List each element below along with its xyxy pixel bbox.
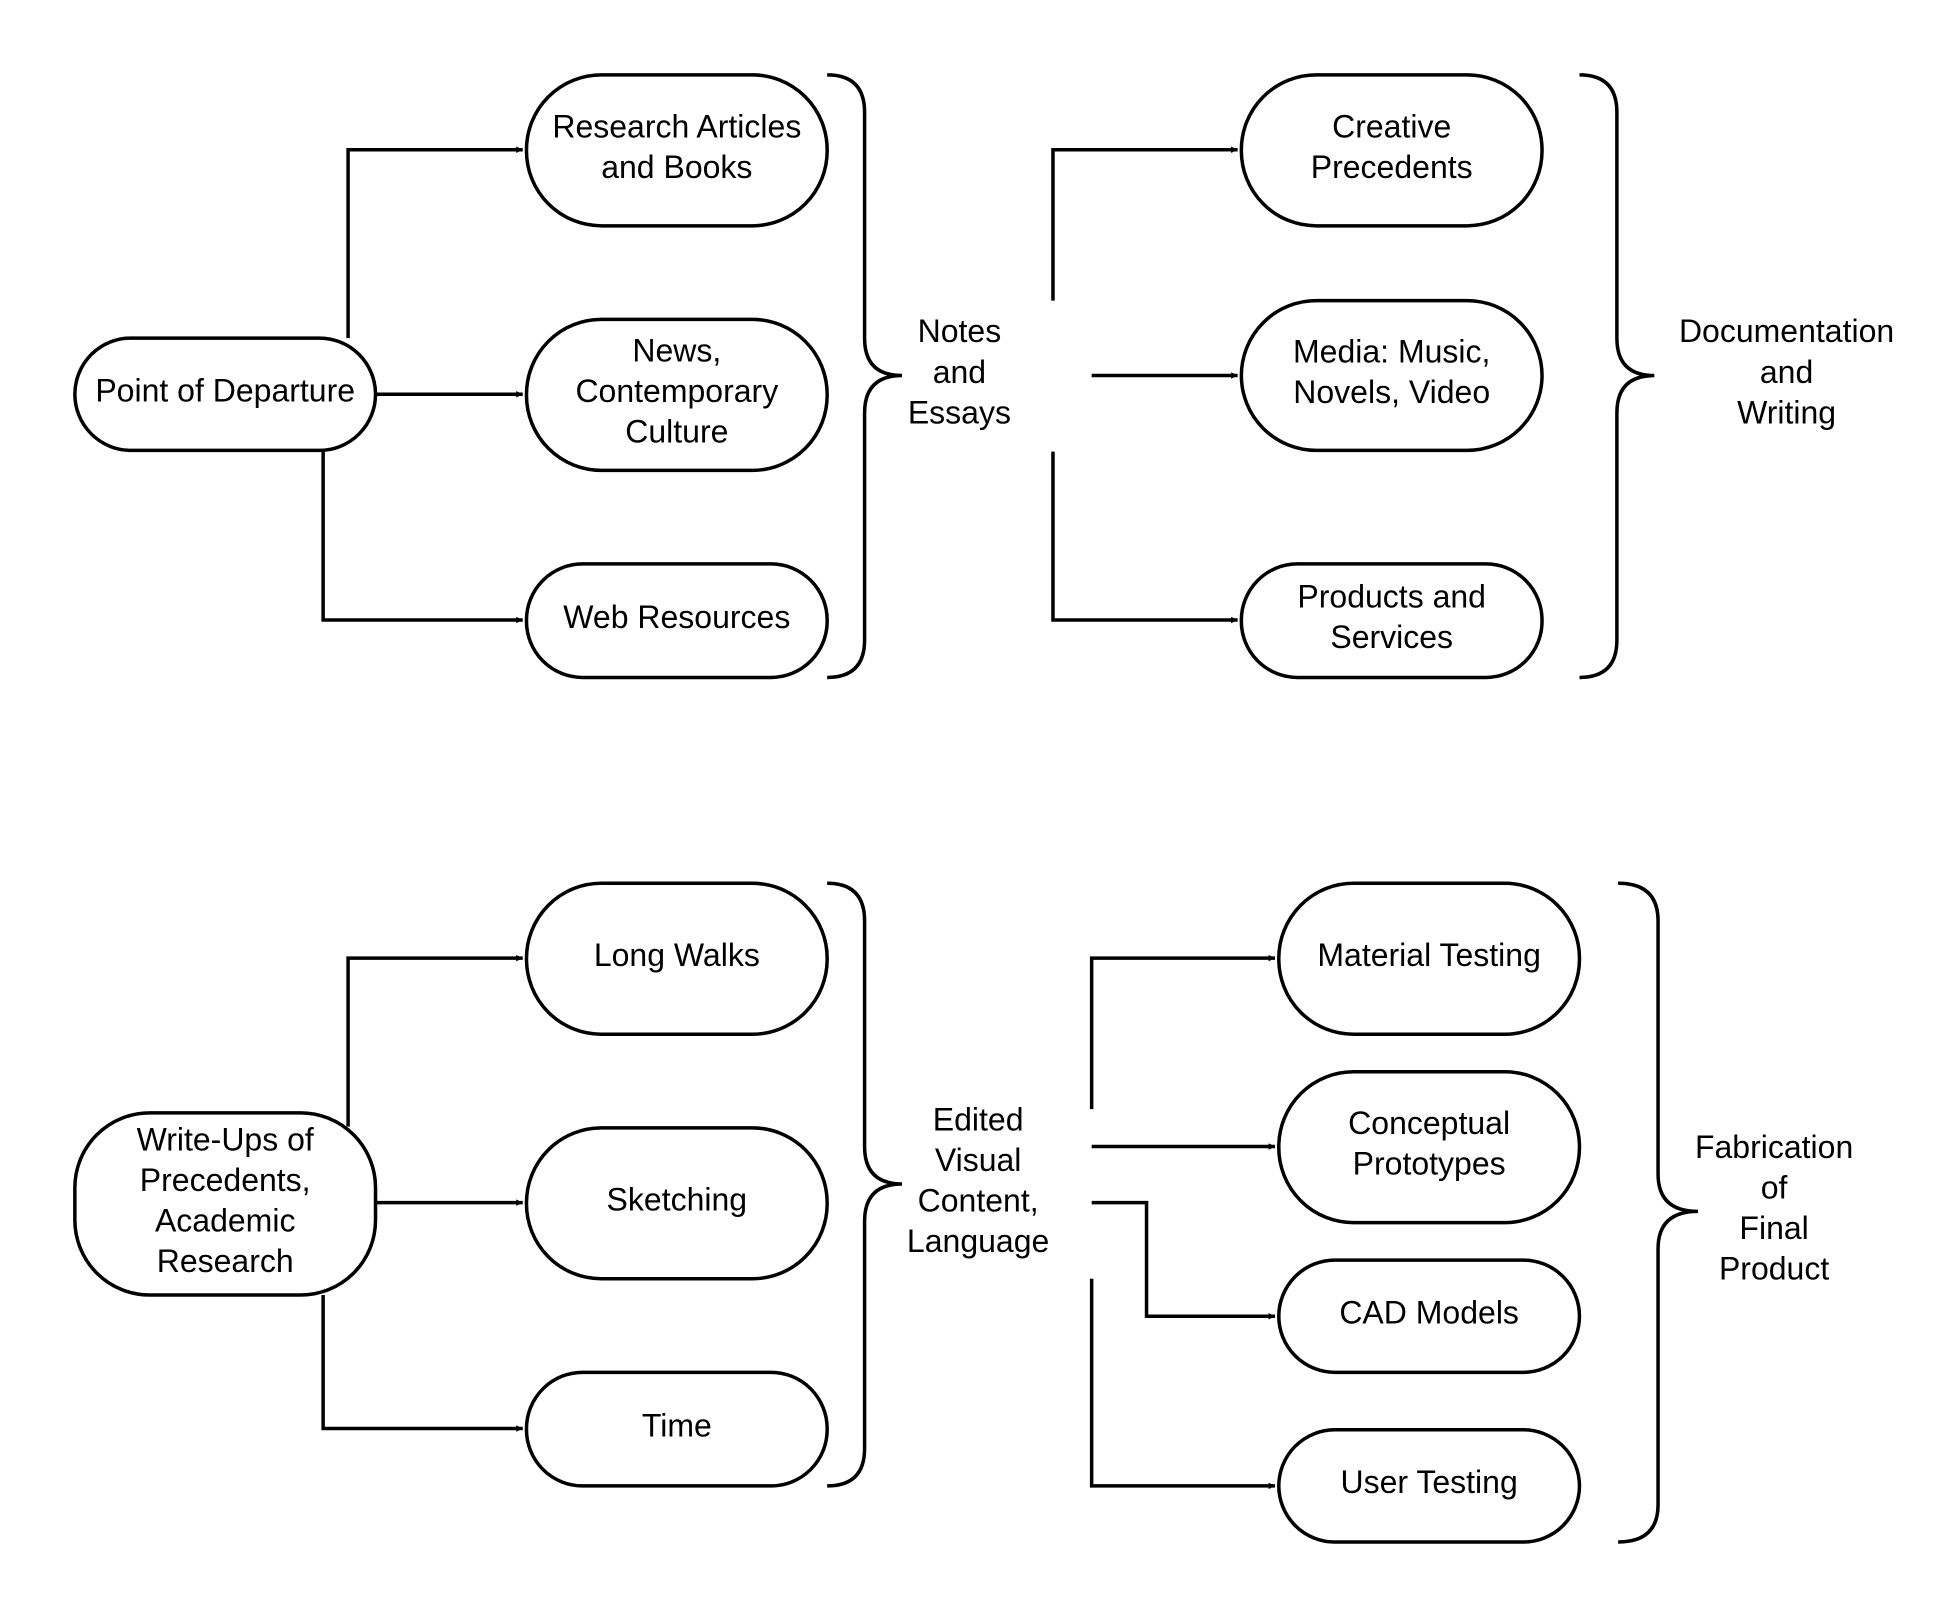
node-point-of-departure: Point of Departure [73,336,378,453]
node-media-music-novels-video: Media: Music,Novels, Video [1239,298,1544,453]
node-sketching-label: Sketching [607,1182,748,1218]
node-material-testing-box [1277,881,1582,1037]
brace-notes-and-essays [827,73,903,680]
conn-top-notes-to-creative [1051,146,1238,301]
connectors [321,146,1276,1490]
node-cad-models: CAD Models [1277,1258,1582,1375]
conn-bottom-edited-to-user [1089,1278,1276,1490]
node-sketching-box [524,1126,829,1281]
conn-bottom-edited-to-material [1089,954,1276,1110]
node-web-resources: Web Resources [524,562,829,680]
node-long-walks: Long Walks [524,881,829,1037]
conn-top-notes-to-products [1051,451,1238,624]
node-material-testing-label: Material Testing [1317,937,1541,973]
node-conceptual-prototypes-box [1277,1069,1582,1225]
node-news-contemporary-culture-box [524,317,829,473]
node-web-resources-box [524,562,829,680]
node-point-of-departure-label: Point of Departure [95,372,355,408]
node-research-articles-and-books-box [524,73,829,228]
node-media-music-novels-video-box [1239,298,1544,453]
node-time-label: Time [642,1407,712,1443]
conn-bottom-start-to-walks [346,954,523,1127]
node-long-walks-label: Long Walks [594,937,760,973]
conn-top-start-to-research [346,146,523,339]
node-cad-models-box [1277,1258,1582,1375]
node-user-testing-label: User Testing [1340,1464,1517,1500]
node-long-walks-box [524,881,829,1037]
node-time-box [524,1370,829,1488]
conn-bottom-start-to-time [321,1295,523,1432]
conn-top-start-to-web [321,450,523,624]
node-web-resources-label: Web Resources [563,599,790,635]
node-media-music-novels-video-label: Media: Music,Novels, Video [1293,334,1490,411]
node-time: Time [524,1370,829,1488]
node-cad-models-label: CAD Models [1339,1294,1519,1330]
node-creative-precedents-box [1239,73,1544,228]
node-sketching: Sketching [524,1126,829,1281]
node-products-and-services-box [1239,562,1544,680]
node-user-testing: User Testing [1277,1428,1582,1544]
node-point-of-departure-box [73,336,378,453]
brace-edited-visual-content [827,881,903,1488]
brace-documentation-and-writing [1579,73,1655,680]
node-material-testing: Material Testing [1277,881,1582,1037]
node-write-ups-of-precedents-box [73,1111,378,1297]
brace-fabrication-of-final-product [1618,881,1698,1544]
node-user-testing-box [1277,1428,1582,1544]
conn-bottom-edited-to-cad [1091,1200,1276,1320]
